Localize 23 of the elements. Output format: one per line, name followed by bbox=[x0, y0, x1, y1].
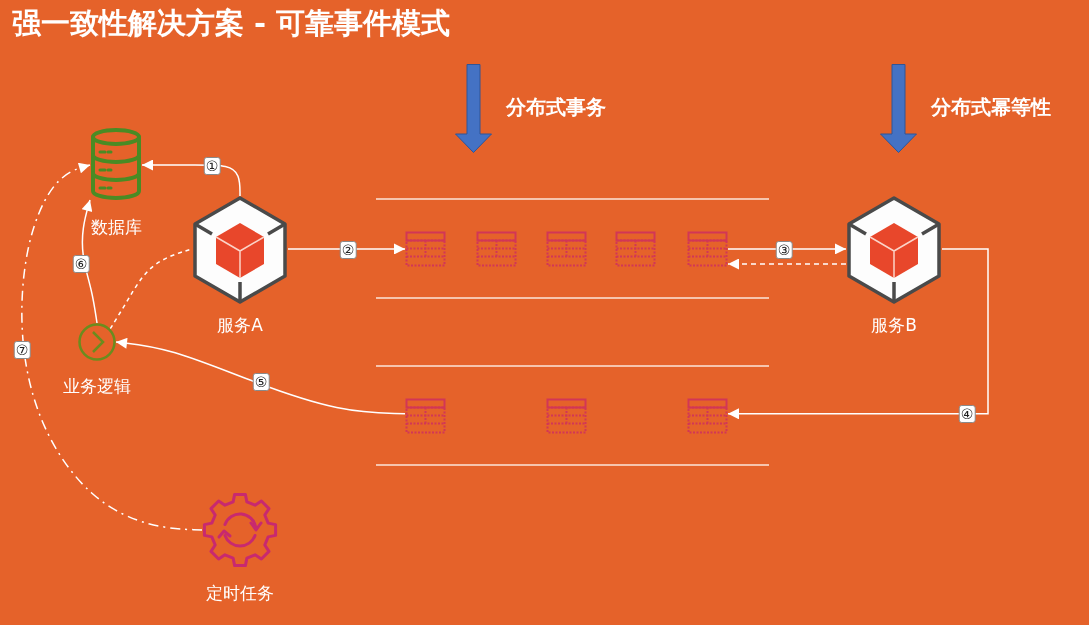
node-label: 服务A bbox=[217, 315, 263, 335]
dashed-arrow bbox=[21, 162, 203, 531]
edge-label: ② bbox=[339, 241, 357, 259]
dashed-arrow bbox=[727, 258, 847, 270]
title: 强一致性解决方案 - 可靠事件模式 bbox=[12, 5, 451, 41]
section-label: 分布式幂等性 bbox=[931, 94, 1051, 120]
node-label: 数据库 bbox=[90, 217, 142, 237]
edge-label: ① bbox=[203, 157, 221, 175]
section-label: 分布式事务 bbox=[506, 94, 606, 120]
node-label: 服务B bbox=[871, 315, 917, 335]
edge-label: ⑥ bbox=[72, 255, 90, 273]
edge-label: ④ bbox=[958, 405, 976, 423]
arrow bbox=[727, 248, 989, 420]
arrow bbox=[115, 337, 406, 415]
edge-label: ⑦ bbox=[13, 341, 31, 359]
arrow bbox=[727, 243, 847, 255]
arrow bbox=[287, 243, 406, 255]
arrow bbox=[81, 199, 98, 324]
node-label: 定时任务 bbox=[206, 583, 274, 603]
arrow bbox=[141, 159, 241, 197]
edge-label: ③ bbox=[775, 241, 793, 259]
edge-label: ⑤ bbox=[252, 373, 270, 391]
node-label: 业务逻辑 bbox=[63, 376, 131, 396]
